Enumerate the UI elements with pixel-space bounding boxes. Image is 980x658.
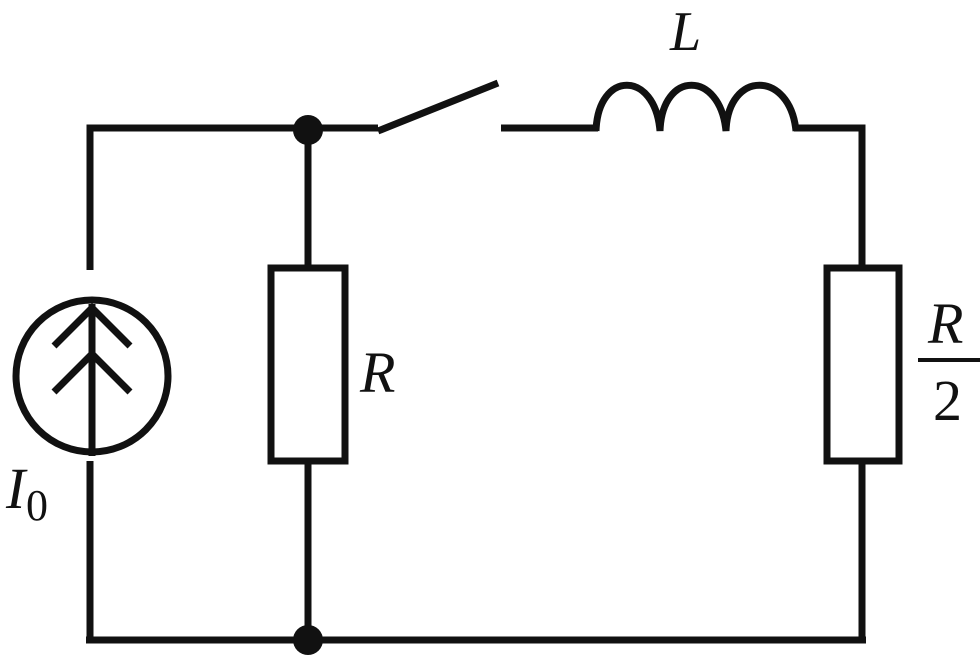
inductor-coil [592,81,800,132]
resistor-right-numerator: R [927,291,963,356]
source-label-main: I [5,456,28,521]
source-label: I 0 [5,456,48,530]
junction-dot-bottom [293,625,323,655]
wires [86,124,866,644]
switch-blade [376,79,500,135]
current-source [12,296,172,456]
source-label-subscript: 0 [26,481,48,530]
wire-left-top [86,124,378,270]
junction-dot-top [293,115,323,145]
resistor-left [267,264,349,465]
current-source-arrow-upper [51,303,133,349]
resistor-left-label: R [359,340,395,405]
inductor-label: L [669,1,701,63]
resistor-right-fraction: R 2 [918,291,980,433]
wire-inductor-to-right [794,124,866,268]
resistor-right [823,264,903,465]
resistor-right-denominator: 2 [933,368,962,433]
current-source-arrow-lower [51,349,133,395]
